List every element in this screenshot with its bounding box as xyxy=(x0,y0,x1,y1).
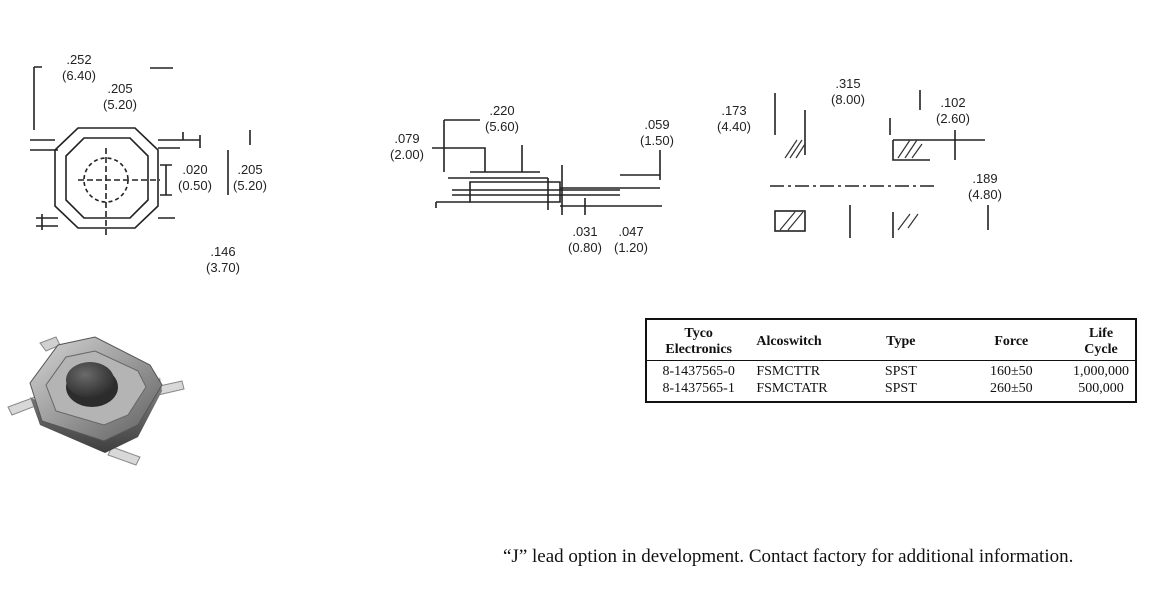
dim-body-height: .205(5.20) xyxy=(233,162,267,193)
col-header-force: Force xyxy=(955,319,1067,361)
cell-life: 500,000 xyxy=(1078,381,1124,396)
table-row: 8-1437565-1 FSMCTATR SPST 260±50 500,000 xyxy=(646,380,1136,402)
dim-pad-width: .102(2.60) xyxy=(936,95,970,126)
cell-tyco: 8-1437565-0 xyxy=(662,364,735,379)
dim-body-width: .205(5.20) xyxy=(103,81,137,112)
cell-force: 160±50 xyxy=(989,364,1033,379)
cell-force: 260±50 xyxy=(989,381,1033,396)
dim-lead-width: .020(0.50) xyxy=(178,162,212,193)
switch-product-image xyxy=(7,336,185,466)
cell-type: SPST xyxy=(884,381,917,396)
cell-alcoswitch: FSMCTTR xyxy=(756,364,821,379)
cell-life: 1,000,000 xyxy=(1073,364,1129,379)
cell-alcoswitch: FSMCTATR xyxy=(756,381,828,396)
footprint-drawing xyxy=(770,90,989,238)
dim-pad-spacing: .173(4.40) xyxy=(717,103,751,134)
table-row: 8-1437565-0 FSMCTTR SPST 160±50 1,000,00… xyxy=(646,361,1136,381)
footnote: “J” lead option in development. Contact … xyxy=(503,546,1074,567)
dim-actuator-height: .079(2.00) xyxy=(390,131,424,162)
dim-lead-thickness: .031(0.80) xyxy=(568,224,602,255)
dim-lead-spacing: .146(3.70) xyxy=(206,244,240,275)
side-view-drawing xyxy=(432,119,662,215)
dim-body-thickness: .059(1.50) xyxy=(640,117,674,148)
col-header-type: Type xyxy=(846,319,956,361)
dim-side-width: .220(5.60) xyxy=(485,103,519,134)
top-view-drawing xyxy=(30,66,251,238)
col-header-alcoswitch: Alcoswitch xyxy=(750,319,846,361)
dim-footprint-height: .189(4.80) xyxy=(968,171,1002,202)
dim-overall-width: .252(6.40) xyxy=(62,52,96,83)
cell-type: SPST xyxy=(884,364,917,379)
dim-footprint-width: .315(8.00) xyxy=(831,76,865,107)
cell-tyco: 8-1437565-1 xyxy=(662,381,735,396)
dim-lead-length: .047(1.20) xyxy=(614,224,648,255)
